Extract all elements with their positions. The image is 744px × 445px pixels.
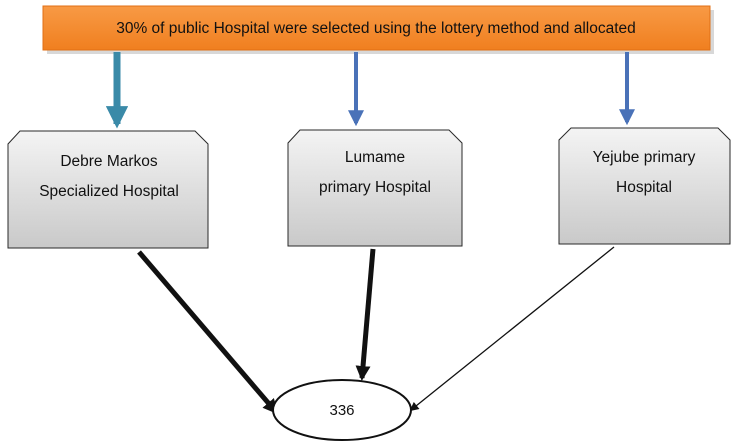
hospital-box-yejube: Yejube primary Hospital — [558, 127, 731, 245]
banner-box — [42, 5, 711, 51]
total-value: 336 — [329, 402, 354, 419]
hospital-name-line2: Specialized Hospital — [39, 183, 179, 200]
total-ellipse — [272, 379, 412, 441]
hospital-box-shape — [287, 129, 463, 247]
banner-text: 30% of public Hospital were selected usi… — [116, 20, 636, 37]
hospital-name-line1: Debre Markos — [60, 153, 158, 170]
hospital-box-lumame: Lumame primary Hospital — [287, 129, 463, 247]
hospital-name-line2: Hospital — [616, 179, 672, 196]
arrow-debre-markos-to-total — [137, 250, 278, 415]
hospital-box-shape — [7, 130, 209, 249]
banner: 30% of public Hospital were selected usi… — [42, 5, 714, 54]
arrow-yejube-to-total — [409, 246, 615, 412]
total-node: 336 — [272, 379, 412, 441]
arrow-lumame-to-total — [355, 248, 376, 381]
hospital-name-line1: Lumame — [345, 149, 405, 166]
hospital-name-line2: primary Hospital — [319, 179, 431, 196]
hospital-box-debre-markos: Debre Markos Specialized Hospital — [7, 130, 209, 249]
hospital-name-line1: Yejube primary — [593, 149, 696, 166]
hospital-box-shape — [558, 127, 731, 245]
